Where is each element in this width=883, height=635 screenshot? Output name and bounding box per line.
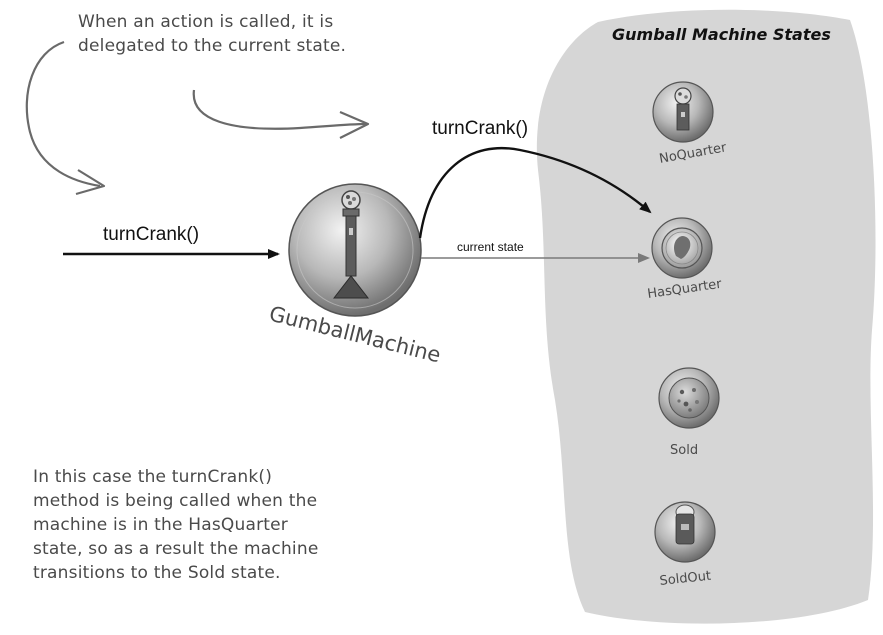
note-arrow-right-head (339, 110, 370, 139)
note-line: state, so as a result the machine (33, 539, 319, 559)
state-hasquarter (651, 217, 713, 279)
delegated-call-arrow (418, 146, 652, 239)
note-line: method is being called when the (33, 491, 318, 511)
transition-note: In this case the turnCrank() method is b… (33, 465, 319, 585)
states-panel-title: Gumball Machine States (612, 25, 831, 44)
delegation-note: When an action is called, it is delegate… (78, 10, 346, 58)
gumball-machine-icon (332, 190, 370, 299)
state-soldout-label: SoldOut (659, 569, 712, 589)
note-arrow-left (25, 40, 101, 188)
gumball-icon (668, 377, 710, 419)
state-noquarter (652, 81, 714, 143)
note-line: When an action is called, it is (78, 12, 334, 32)
note-line: transitions to the Sold state. (33, 563, 281, 583)
current-state-label: current state (457, 240, 524, 254)
state-sold-label: Sold (670, 443, 698, 458)
note-line: In this case the turnCrank() (33, 467, 273, 487)
incoming-call-label: turnCrank() (103, 224, 199, 245)
states-panel (536, 9, 876, 624)
state-sold (658, 367, 720, 429)
note-arrow-left-head (75, 169, 106, 196)
quarter-coin-icon (661, 227, 703, 269)
empty-machine-icon (675, 504, 695, 545)
note-arrow-right (192, 89, 367, 130)
delegated-call-label: turnCrank() (432, 118, 528, 139)
gumball-machine-node (288, 183, 422, 317)
gumball-machine-icon (674, 87, 692, 131)
state-soldout (654, 501, 716, 563)
note-line: delegated to the current state. (78, 36, 347, 56)
note-line: machine is in the HasQuarter (33, 515, 288, 535)
